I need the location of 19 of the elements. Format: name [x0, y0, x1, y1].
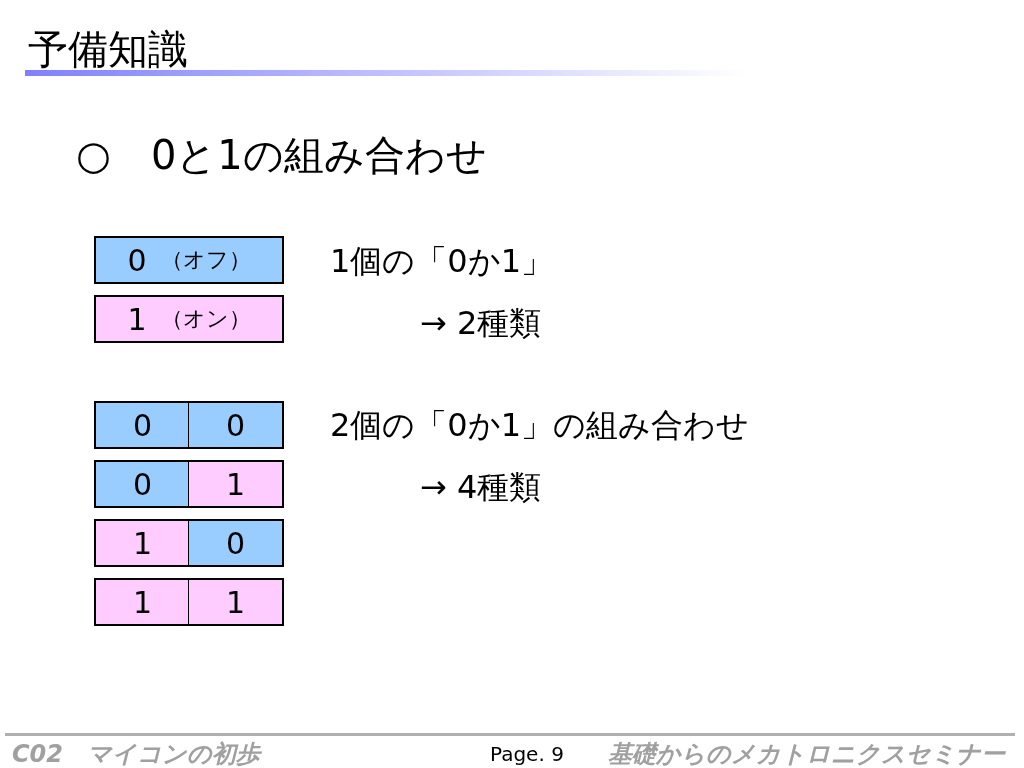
footer-text: C02 マイコンの初歩 — [12, 739, 260, 768]
bit-box: 1 — [94, 578, 190, 626]
bit-box: 0 （オフ） — [94, 236, 284, 284]
description-text: 2個の「0か1」の組み合わせ — [330, 405, 750, 446]
bit-box: 0 — [188, 401, 284, 449]
bit-box: 1 — [188, 578, 284, 626]
section-heading: ○ 0と1の組み合わせ — [76, 131, 487, 180]
description-text: 1個の「0か1」 — [330, 241, 554, 282]
bit-box: 0 — [188, 519, 284, 567]
bit-box: 1 （オン） — [94, 295, 284, 343]
page-title: 予備知識 — [28, 25, 188, 74]
bit-box: 1 — [188, 460, 284, 508]
bit-box: 0 — [94, 401, 190, 449]
result-text: → 4種類 — [420, 467, 542, 508]
footer-text: 基礎からのメカトロニクスセミナー — [608, 739, 1005, 768]
result-text: → 2種類 — [420, 303, 542, 344]
bit-box: 1 — [94, 519, 190, 567]
bit-box: 0 — [94, 460, 190, 508]
page-number: Page. 9 — [490, 742, 564, 766]
